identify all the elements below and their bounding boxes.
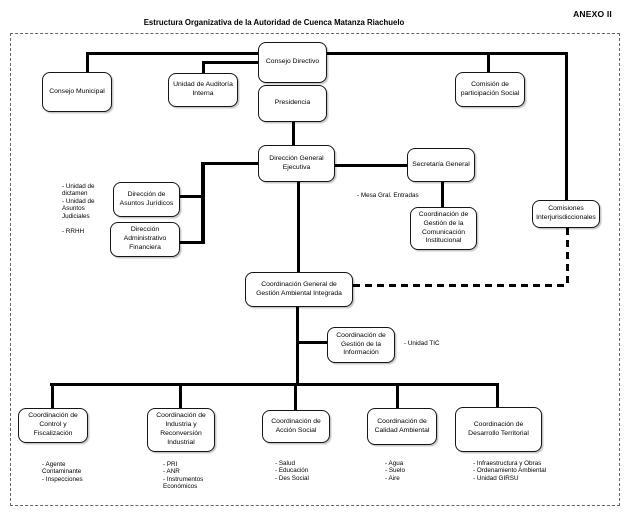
line-admin-financiera xyxy=(180,241,205,244)
line-down-calidad xyxy=(396,383,399,408)
node-unidad-auditoria-interna: Unidad de Auditoría Interna xyxy=(168,73,238,107)
note-asuntos-juridicos-units: - Unidad de dictamen - Unidad de Asuntos… xyxy=(62,183,95,235)
line-top-right xyxy=(327,52,568,55)
line-dge-cggai xyxy=(297,181,300,272)
node-direccion-asuntos-juridicos: Dirección de Asuntos Jurídicos xyxy=(113,182,180,217)
note-industria-units: - PRI - ANR - Instrumentos Económicos xyxy=(163,461,204,491)
line-down-participacion xyxy=(487,52,490,73)
node-comision-participacion-social: Comisión de participación Social xyxy=(455,72,525,107)
line-down-accion-social xyxy=(294,383,297,410)
note-calidad-units: - Agua - Suelo - Aire xyxy=(385,460,405,482)
note-accion-social-units: - Salud - Educación - Des Social xyxy=(275,460,309,482)
node-coordinacion-gestion-informacion: Coordinación de Gestión de la Informació… xyxy=(327,327,395,363)
line-down-comisiones xyxy=(565,52,568,201)
note-control-units: - Agente Contaminante - Inspecciones xyxy=(42,461,83,483)
node-direccion-general-ejecutiva: Dirección General Ejecutiva xyxy=(258,145,335,182)
line-down-auditoria xyxy=(202,61,205,74)
node-coordinacion-desarrollo-territorial: Coordinación de Desarrollo Territorial xyxy=(455,407,542,452)
line-secretaria-comunicacion xyxy=(441,181,444,207)
line-down-consejo-municipal xyxy=(86,52,89,73)
page-title: Estructura Organizativa de la Autoridad … xyxy=(143,18,405,27)
line-dge-secretaria xyxy=(335,164,407,167)
node-coordinacion-comunicacion-institucional: Coordinación de Gestión de la Comunicaci… xyxy=(410,207,477,250)
node-coordinacion-industria-reconversion: Coordinación de Industria y Reconversión… xyxy=(147,408,215,452)
node-coordinacion-control-fiscalizacion: Coordinación de Control y Fiscalización xyxy=(18,408,88,443)
line-cggai-bottom xyxy=(296,306,299,384)
dashed-line-comisiones-drop xyxy=(566,228,569,286)
chart-dashed-border xyxy=(10,33,620,506)
line-asuntos-juridicos xyxy=(180,195,205,198)
line-trunk-juridicos xyxy=(201,162,205,244)
line-gestion-informacion xyxy=(297,341,327,344)
dashed-line-cggai-comisiones xyxy=(353,284,569,287)
node-coordinacion-accion-social: Coordinación de Acción Social xyxy=(262,410,330,443)
line-bottom-rail xyxy=(50,383,499,386)
node-consejo-directivo: Consejo Directivo xyxy=(258,42,327,83)
note-desarrollo-units: - Infraestructura y Obras - Ordenamiento… xyxy=(473,460,547,482)
node-consejo-municipal: Consejo Municipal xyxy=(42,72,112,112)
note-mesa-entradas: - Mesa Gral. Entradas xyxy=(357,192,419,199)
line-down-desarrollo xyxy=(496,383,499,407)
annex-label: ANEXO II xyxy=(573,9,612,19)
line-down-control xyxy=(51,383,54,408)
line-presidencia-dge xyxy=(292,121,295,146)
node-secretaria-general: Secretaría General xyxy=(407,148,475,182)
node-comisiones-interjurisdiccionales: Comisiones Interjurisdiccionales xyxy=(532,200,600,228)
node-direccion-administrativo-financiera: Dirección Administrativo Financiera xyxy=(110,222,180,257)
node-coordinacion-general-gestion-ambiental: Coordinación General de Gestión Ambienta… xyxy=(245,272,353,307)
line-down-industria xyxy=(179,383,182,408)
node-presidencia: Presidencia xyxy=(258,85,327,122)
node-coordinacion-calidad-ambiental: Coordinación de Calidad Ambiental xyxy=(367,408,437,445)
line-dge-left xyxy=(201,162,259,165)
line-auditoria xyxy=(202,61,260,64)
line-top-left xyxy=(86,52,260,55)
note-unidad-tic: - Unidad TIC xyxy=(404,340,440,347)
